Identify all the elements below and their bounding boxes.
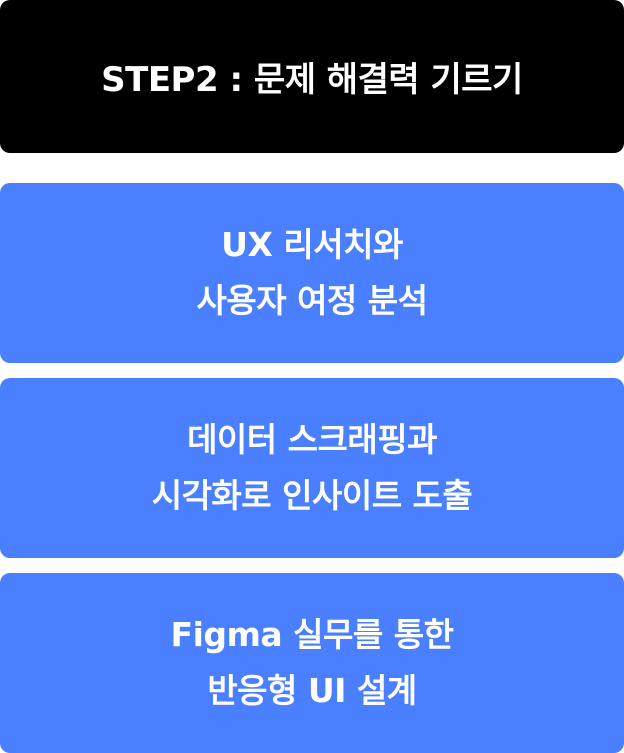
curriculum-card-figma: Figma 실무를 통한 반응형 UI 설계 [0,573,624,753]
curriculum-card-ux-research: UX 리서치와 사용자 여정 분석 [0,183,624,363]
card-line-2: 사용자 여정 분석 [196,281,429,320]
card-line-2: 반응형 UI 설계 [207,671,417,710]
card-line-1: 데이터 스크래핑과 [187,420,437,459]
step-title: STEP2 : 문제 해결력 기르기 [101,60,523,100]
curriculum-card-data-scraping: 데이터 스크래핑과 시각화로 인사이트 도출 [0,378,624,558]
card-line-2: 시각화로 인사이트 도출 [151,476,473,515]
card-line-1: UX 리서치와 [221,225,403,264]
step-header: STEP2 : 문제 해결력 기르기 [0,0,624,153]
card-line-1: Figma 실무를 통한 [170,615,454,654]
